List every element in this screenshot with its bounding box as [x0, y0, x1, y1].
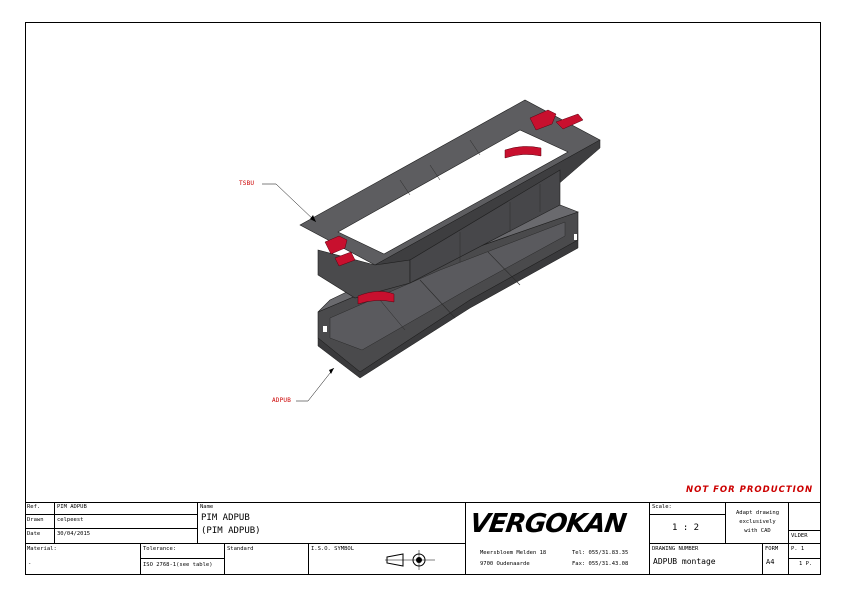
title-block: Ref. PIM ADPUB Drawn celpeest Date 30/04…: [25, 502, 821, 575]
ref-value-cell: PIM ADPUB: [55, 502, 198, 515]
not-for-production-stamp: NOT FOR PRODUCTION: [686, 485, 814, 495]
drawing-frame: [25, 22, 821, 575]
tsbu-frame: [299, 99, 601, 305]
scale-cell: Scale: 1 : 2: [650, 502, 726, 544]
ref-label-cell: Ref.: [25, 502, 55, 515]
page-cell: P. 1: [789, 544, 821, 559]
pages-cell: 1 P.: [799, 561, 813, 567]
adpub-label: ADPUB: [272, 397, 292, 404]
date-value-cell: 30/04/2015: [55, 529, 198, 544]
projection-symbol-icon: [385, 550, 435, 570]
drawn-label-cell: Drawn: [25, 515, 55, 529]
company-cell: VERGOKAN Meersbloem Melden 18 9700 Ouden…: [466, 502, 650, 575]
drawn-value-cell: celpeest: [55, 515, 198, 529]
adpub-leader: [296, 367, 335, 402]
standard-cell: Standard: [225, 544, 309, 575]
material-cell: Material: -: [25, 544, 141, 575]
tolerance-cell: Tolerance: ISO 2768-1(see table): [141, 544, 225, 575]
company-logo: VERGOKAN: [467, 509, 628, 539]
form-cell: FORM A4: [763, 544, 789, 575]
folder-cell: VLDER: [789, 531, 821, 544]
name-cell: Name PIM ADPUB (PIM ADPUB): [198, 502, 466, 544]
cad-note-cell: Adapt drawing exclusively with CAD: [726, 502, 789, 544]
tsbu-label: TSBU: [239, 180, 255, 187]
adpub-tray: [317, 204, 579, 379]
drawing-number-cell: DRAWING NUMBER ADPUB montage: [650, 544, 763, 575]
folder-spacer-cell: [789, 502, 821, 531]
iso-symbol-cell: I.S.O. SYMBOL: [309, 544, 466, 575]
tsbu-leader: [262, 183, 317, 223]
date-label-cell: Date: [25, 529, 55, 544]
